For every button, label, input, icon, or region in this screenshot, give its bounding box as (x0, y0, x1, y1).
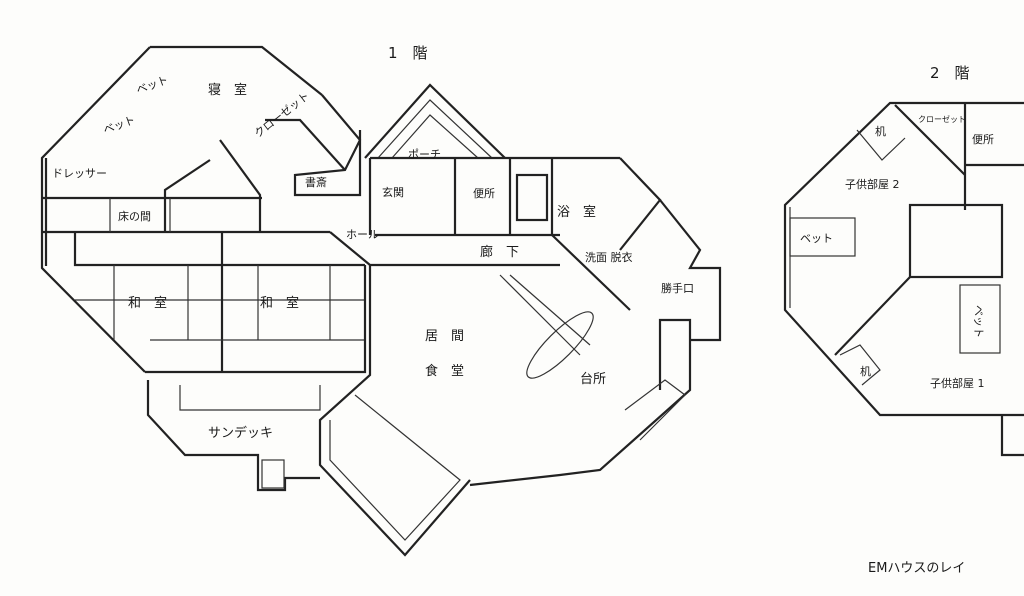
room-porch: ポーチ (408, 148, 441, 161)
room-washroom: 洗面 脱衣 (585, 250, 633, 264)
room-hall: ホール (346, 228, 379, 241)
room-closet: クローゼット (918, 114, 966, 124)
room-dining: 食 堂 (425, 363, 464, 379)
room-washitsu: 和 室 (260, 295, 299, 311)
floor2-title: 2 階 (930, 64, 970, 82)
room-back-door: 勝手口 (661, 281, 694, 295)
floor2-walls (783, 101, 1024, 457)
room-study: 書斎 (305, 175, 327, 189)
desk-label: 机 (860, 364, 871, 378)
desk-label: 机 (875, 124, 886, 138)
caption: EMハウスのレイ (868, 561, 965, 576)
room-entrance: 玄関 (382, 185, 404, 199)
bed-label: ベット (102, 113, 137, 137)
room-bath: 浴 室 (557, 204, 596, 220)
room-child-1: 子供部屋 1 (930, 376, 985, 390)
floor1-title: 1 階 (388, 44, 428, 62)
bed-label: ベット (800, 232, 833, 245)
room-tokonoma: 床の間 (118, 209, 151, 223)
room-dresser: ドレッサー (52, 167, 107, 180)
room-kitchen: 台所 (580, 372, 606, 387)
room-sundeck: サンデッキ (208, 425, 273, 441)
room-washitsu: 和 室 (128, 295, 167, 311)
bed-label: ベット (972, 305, 985, 338)
room-closet: クローゼット (252, 89, 312, 140)
room-corridor: 廊 下 (480, 244, 519, 260)
room-toilet: 便所 (972, 133, 994, 146)
room-living: 居 間 (425, 329, 464, 344)
floor1-walls (40, 45, 722, 557)
room-toilet: 便所 (473, 187, 495, 200)
bed-label: ベット (135, 73, 170, 97)
room-child-2: 子供部屋 2 (845, 177, 900, 191)
room-bedroom: 寝 室 (208, 82, 247, 98)
